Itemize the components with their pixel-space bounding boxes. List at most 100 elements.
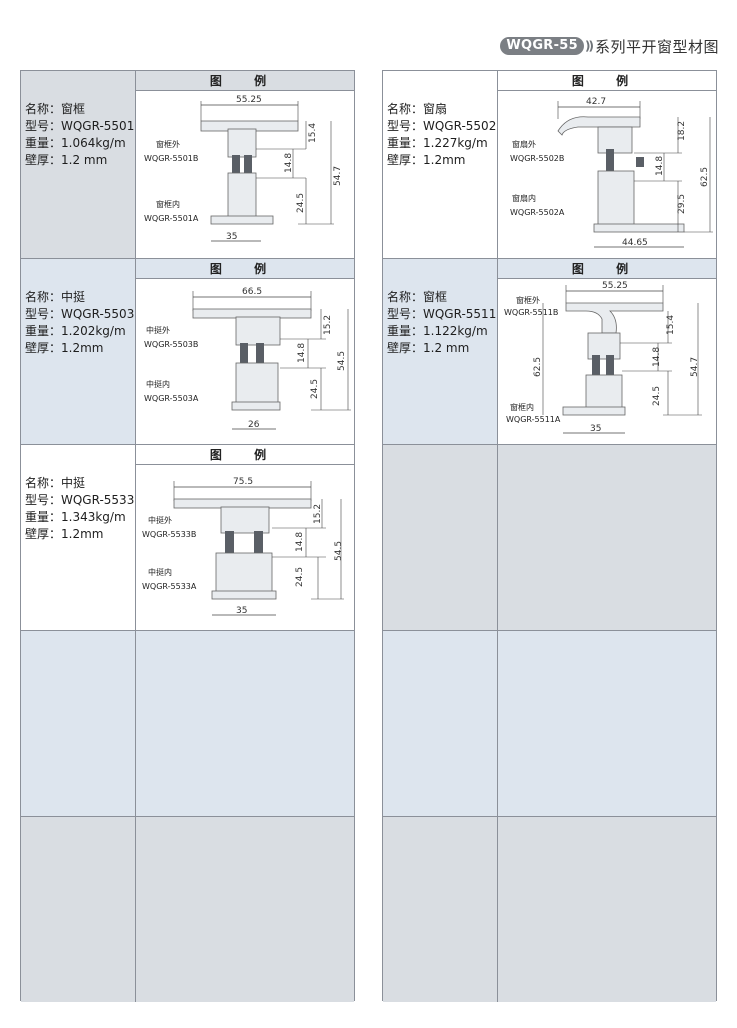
legend-header: 图 例	[498, 71, 716, 91]
legend-header: 图 例	[136, 445, 354, 465]
profile-weight: 重量：1.064kg/m	[25, 136, 126, 150]
outer-label: 中挺外	[146, 325, 170, 335]
table-row	[383, 816, 716, 1002]
inner-label: 中挺内	[146, 379, 170, 389]
profile-name: 名称：窗扇	[387, 102, 448, 116]
figure-cell: 图 例 42.7 18.2 14.8 29.5	[498, 71, 716, 258]
info-cell	[383, 817, 498, 1002]
legend-header: 图 例	[136, 259, 354, 279]
profile-model: 型号：WQGR-5533	[25, 493, 135, 507]
figure-cell	[136, 631, 354, 816]
page-header: WQGR-55 )) 系列平开窗型材图	[500, 36, 719, 56]
arrows-icon: ))	[585, 39, 594, 53]
info-cell: 名称：窗扇 型号：WQGR-5502 重量：1.227kg/m 壁厚：1.2mm	[383, 71, 498, 258]
outer-code: WQGR-5501B	[144, 154, 198, 163]
table-row: 名称：窗扇 型号：WQGR-5502 重量：1.227kg/m 壁厚：1.2mm…	[383, 71, 716, 258]
figure-cell	[498, 817, 716, 1002]
dim-a: 15.4	[308, 123, 318, 143]
profile-weight: 重量：1.202kg/m	[25, 324, 126, 338]
outer-label: 窗框外	[516, 295, 540, 305]
outer-code: WQGR-5502B	[510, 154, 564, 163]
outer-code: WQGR-5511B	[504, 308, 558, 317]
info-cell: 名称：中挺 型号：WQGR-5533 重量：1.343kg/m 壁厚：1.2mm	[21, 445, 136, 630]
profile-model: 型号：WQGR-5503	[25, 307, 135, 321]
profile-model: 型号：WQGR-5511	[387, 307, 497, 321]
dim-side: 62.5	[533, 357, 543, 377]
inner-code: WQGR-5533A	[142, 582, 197, 591]
dim-c: 24.5	[296, 193, 306, 213]
profile-thickness: 壁厚：1.2 mm	[25, 153, 108, 167]
inner-code: WQGR-5502A	[510, 208, 565, 217]
page-title: 系列平开窗型材图	[594, 37, 719, 56]
profile-info: 名称：窗框 型号：WQGR-5511 重量：1.122kg/m 壁厚：1.2 m…	[387, 289, 496, 357]
profile-thickness: 壁厚：1.2mm	[25, 341, 104, 355]
dim-bottom: 26	[248, 420, 260, 430]
figure-cell	[136, 817, 354, 1002]
inner-label: 窗扇内	[512, 193, 536, 203]
profile-info: 名称：中挺 型号：WQGR-5533 重量：1.343kg/m 壁厚：1.2mm	[25, 475, 134, 543]
dim-top: 42.7	[586, 97, 606, 107]
legend-header: 图 例	[136, 71, 354, 91]
dim-total: 62.5	[700, 167, 710, 187]
table-row	[383, 444, 716, 630]
legend-header: 图 例	[498, 259, 716, 279]
profile-diagram: 75.5 15.2 14.8 24.5 54.5 35	[142, 477, 344, 616]
figure-cell: 图 例 55.25 15.4	[136, 71, 354, 258]
inner-code: WQGR-5501A	[144, 214, 199, 223]
inner-label: 窗框内	[510, 402, 534, 412]
dim-total: 54.5	[337, 351, 347, 371]
figure-cell: 图 例 66.5 15.2 14.8 24.5	[136, 259, 354, 444]
figure-cell	[498, 631, 716, 816]
table-row: 名称：窗框 型号：WQGR-5501 重量：1.064kg/m 壁厚：1.2 m…	[21, 71, 354, 258]
profile-model: 型号：WQGR-5501	[25, 119, 135, 133]
profile-thickness: 壁厚：1.2mm	[387, 153, 466, 167]
outer-label: 中挺外	[148, 515, 172, 525]
dim-a: 15.2	[323, 315, 333, 335]
dim-bottom: 35	[590, 424, 601, 434]
profile-name: 名称：窗框	[25, 102, 86, 116]
profile-model: 型号：WQGR-5502	[387, 119, 497, 133]
info-cell	[21, 631, 136, 816]
inner-code: WQGR-5511A	[506, 415, 561, 424]
profile-info: 名称：窗框 型号：WQGR-5501 重量：1.064kg/m 壁厚：1.2 m…	[25, 101, 134, 169]
dim-total: 54.5	[334, 541, 344, 561]
info-cell: 名称：中挺 型号：WQGR-5503 重量：1.202kg/m 壁厚：1.2mm	[21, 259, 136, 444]
figure-cell: 图 例 55.25 62.5 15.4 14.8	[498, 259, 716, 444]
dim-top: 55.25	[236, 95, 262, 105]
figure-cell	[498, 445, 716, 630]
profile-name: 名称：中挺	[25, 476, 86, 490]
table-row: 名称：中挺 型号：WQGR-5533 重量：1.343kg/m 壁厚：1.2mm…	[21, 444, 354, 630]
info-cell: 名称：窗框 型号：WQGR-5501 重量：1.064kg/m 壁厚：1.2 m…	[21, 71, 136, 258]
dim-total: 54.7	[690, 357, 700, 377]
info-cell	[383, 445, 498, 630]
table-row: 名称：窗框 型号：WQGR-5511 重量：1.122kg/m 壁厚：1.2 m…	[383, 258, 716, 444]
dim-bottom: 44.65	[622, 238, 648, 248]
inner-label: 窗框内	[156, 199, 180, 209]
outer-code: WQGR-5533B	[142, 530, 196, 539]
dim-a: 15.2	[313, 504, 323, 524]
outer-label: 窗扇外	[512, 139, 536, 149]
dim-a: 15.4	[666, 315, 676, 335]
dim-c: 29.5	[677, 194, 687, 214]
dim-bottom: 35	[236, 606, 247, 616]
profile-diagram: 42.7 18.2 14.8 29.5 62.5 44.65	[510, 97, 713, 248]
table-row	[21, 630, 354, 816]
profile-weight: 重量：1.343kg/m	[25, 510, 126, 524]
dim-b: 14.8	[284, 153, 294, 173]
dim-b: 14.8	[295, 532, 305, 552]
profile-weight: 重量：1.227kg/m	[387, 136, 488, 150]
profile-diagram: 55.25 62.5 15.4 14.8 24.5 54.7	[504, 281, 702, 434]
profile-thickness: 壁厚：1.2mm	[25, 527, 104, 541]
dim-b: 14.8	[655, 156, 665, 176]
dim-total: 54.7	[333, 166, 343, 186]
outer-label: 窗框外	[156, 139, 180, 149]
dim-b: 14.8	[297, 343, 307, 363]
info-cell	[21, 817, 136, 1002]
dim-c: 24.5	[652, 386, 662, 406]
table-row	[383, 630, 716, 816]
profile-diagram: 66.5 15.2 14.8 24.5 54.5 26	[144, 287, 351, 430]
dim-c: 24.5	[295, 567, 305, 587]
info-cell	[383, 631, 498, 816]
dim-top: 75.5	[233, 477, 253, 487]
inner-label: 中挺内	[148, 567, 172, 577]
